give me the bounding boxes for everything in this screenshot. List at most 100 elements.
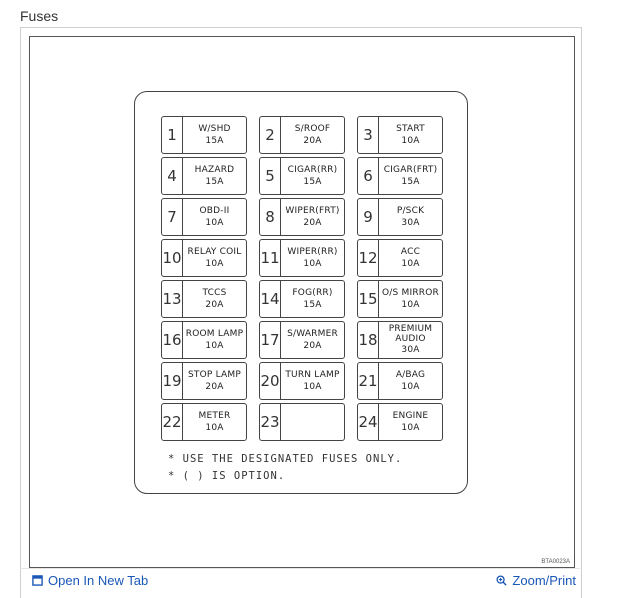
- fuse-divider: [378, 117, 379, 153]
- fuse-amperage: 15A: [303, 177, 322, 187]
- fuse-amperage: 15A: [205, 136, 224, 146]
- fuse-divider: [280, 281, 281, 317]
- fuse-amperage: 10A: [205, 218, 224, 228]
- fuse-box-outline: [134, 91, 468, 494]
- zoom-print-label: Zoom/Print: [512, 573, 576, 588]
- fuse-amperage: 15A: [205, 177, 224, 187]
- fuse-number: 8: [265, 208, 275, 226]
- fuse-number: 24: [358, 413, 378, 431]
- fuse-number: 16: [162, 331, 182, 349]
- fuse-label: CIGAR(FRT)15A: [379, 158, 442, 194]
- zoom-icon: [496, 575, 508, 586]
- fuse-divider: [182, 322, 183, 358]
- fuse-number: 11: [260, 249, 280, 267]
- fuse-number: 2: [265, 126, 275, 144]
- fuse-14: 14 FOG(RR) 15A: [259, 280, 345, 318]
- fuse-name: WIPER(RR): [287, 247, 338, 257]
- fuse-number: 20: [260, 372, 280, 390]
- fuse-name: TCCS: [202, 288, 227, 298]
- fuse-name: RELAY COIL: [187, 247, 242, 257]
- fuse-amperage: 10A: [401, 382, 420, 392]
- fuse-amperage: 15A: [401, 177, 420, 187]
- fuse-amperage: 10A: [401, 300, 420, 310]
- fuse-label: HAZARD 15A: [183, 158, 246, 194]
- fuse-name: HAZARD: [194, 165, 235, 175]
- fuse-name: ACC: [400, 247, 421, 257]
- fuse-number: 14: [260, 290, 280, 308]
- fuse-label: WIPER(FRT)20A: [281, 199, 344, 235]
- fuse-amperage: 30A: [401, 345, 420, 355]
- fuse-label: WIPER(RR)10A: [281, 240, 344, 276]
- fuse-number: 15: [358, 290, 378, 308]
- fuse-amperage: 15A: [303, 300, 322, 310]
- open-in-new-tab-link[interactable]: Open In New Tab: [32, 573, 148, 588]
- fuse-divider: [378, 240, 379, 276]
- fuse-name: O/S MIRROR: [382, 288, 439, 298]
- fuse-number: 21: [358, 372, 378, 390]
- fuse-number: 17: [260, 331, 280, 349]
- fuse-amperage: 10A: [401, 136, 420, 146]
- fuse-number: 1: [167, 126, 177, 144]
- section-title: Fuses: [20, 8, 59, 24]
- fuse-amperage: 10A: [401, 423, 420, 433]
- fuse-divider: [378, 322, 379, 358]
- fuse-name: FOG(RR): [292, 288, 333, 298]
- fuse-amperage: 20A: [205, 382, 224, 392]
- fuse-number: 12: [358, 249, 378, 267]
- fuse-divider: [182, 404, 183, 440]
- fuse-23: 23: [259, 403, 345, 441]
- fuse-divider: [378, 281, 379, 317]
- fuse-divider: [182, 240, 183, 276]
- fuse-amperage: 10A: [401, 259, 420, 269]
- fuse-divider: [280, 158, 281, 194]
- fuse-divider: [378, 404, 379, 440]
- zoom-print-link[interactable]: Zoom/Print: [496, 573, 576, 588]
- fuse-number: 23: [260, 413, 280, 431]
- note-option: * ( ) IS OPTION.: [168, 470, 286, 482]
- fuse-number: 18: [358, 331, 378, 349]
- fuse-divider: [280, 363, 281, 399]
- fuse-name: START: [396, 124, 425, 134]
- fuse-divider: [280, 199, 281, 235]
- fuse-3: 3 START 10A: [357, 116, 443, 154]
- fuse-amperage: 30A: [401, 218, 420, 228]
- fuse-divider: [280, 240, 281, 276]
- open-in-new-tab-label: Open In New Tab: [48, 573, 149, 588]
- fuse-amperage: 20A: [303, 341, 322, 351]
- fuse-amperage: 20A: [303, 136, 322, 146]
- fuse-label: [281, 404, 344, 440]
- fuse-name: METER: [198, 411, 231, 421]
- fuse-name: STOP LAMP: [188, 370, 241, 380]
- fuse-divider: [378, 363, 379, 399]
- fuse-label: FOG(RR) 15A: [281, 281, 344, 317]
- fuse-label: ACC 10A: [379, 240, 442, 276]
- fuse-number: 3: [363, 126, 373, 144]
- fuse-number: 13: [162, 290, 182, 308]
- fuse-label: STOP LAMP 20A: [183, 363, 246, 399]
- fuse-divider: [182, 158, 183, 194]
- fuse-divider: [280, 117, 281, 153]
- fuse-divider: [182, 363, 183, 399]
- fuse-name: ENGINE: [392, 411, 429, 421]
